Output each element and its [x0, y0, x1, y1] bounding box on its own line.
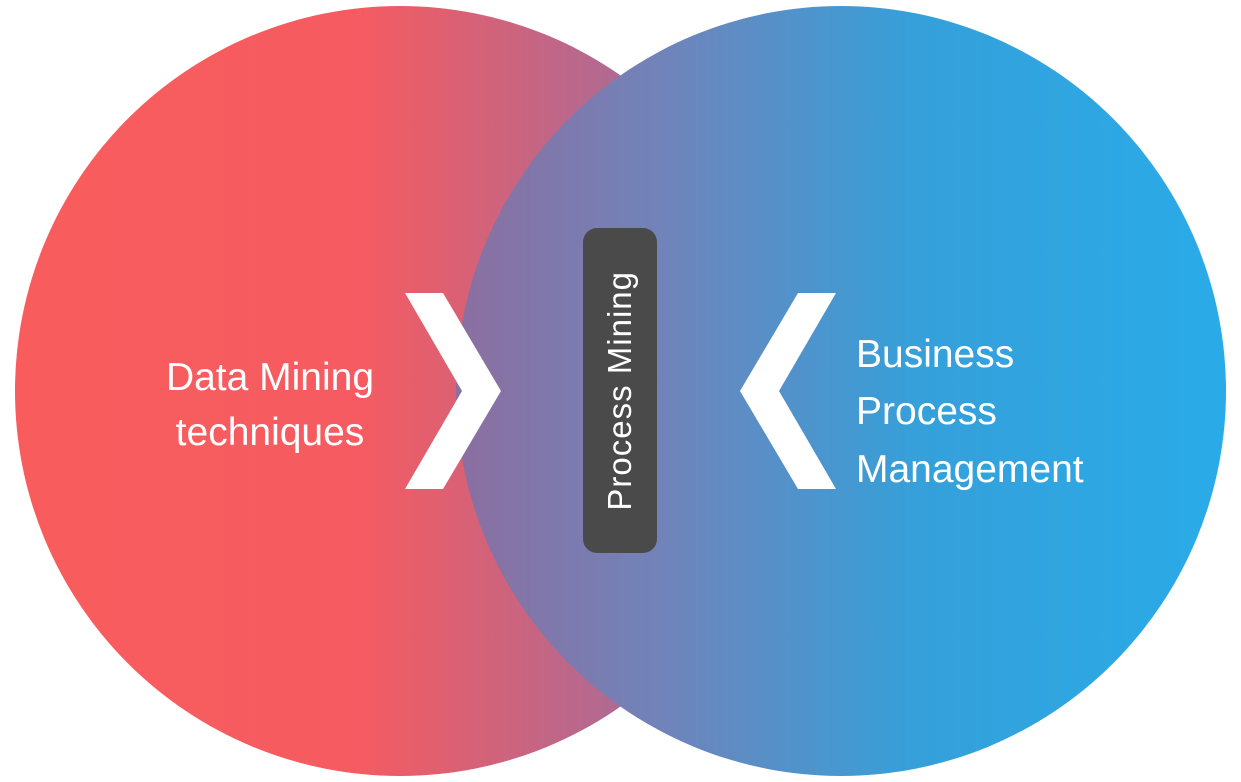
- process-mining-label: Process Mining: [601, 270, 638, 511]
- right-circle-label: Business Process Management: [856, 333, 1084, 491]
- process-mining-badge: Process Mining: [583, 228, 657, 553]
- left-circle-label: Data Mining techniques: [165, 356, 375, 455]
- chevron-left-icon: [740, 293, 836, 489]
- chevron-right-icon: [405, 293, 501, 489]
